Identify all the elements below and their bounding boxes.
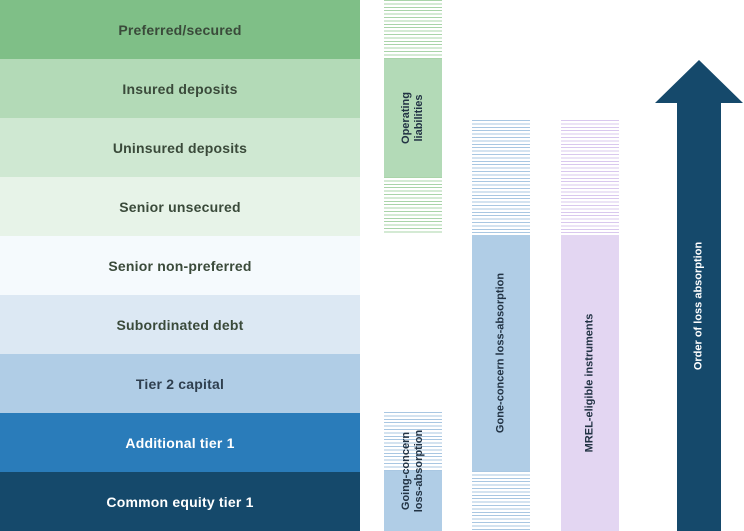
gone-concern-bar <box>472 235 530 471</box>
layer-7: Additional tier 1 <box>0 413 360 472</box>
up-arrow-icon <box>655 60 743 531</box>
layer-4: Senior non-preferred <box>0 236 360 295</box>
gone-concern-hatch-bottom <box>472 471 530 531</box>
arrow-label: Order of loss absorption <box>692 241 705 371</box>
operating-liabilities-bar <box>384 59 442 177</box>
operating-liabilities-hatch-bottom <box>384 177 442 234</box>
layer-8: Common equity tier 1 <box>0 472 360 531</box>
layer-6: Tier 2 capital <box>0 354 360 413</box>
layer-5: Subordinated debt <box>0 295 360 354</box>
operating-liabilities-hatch-top <box>384 0 442 59</box>
layer-0: Preferred/secured <box>0 0 360 59</box>
layer-3: Senior unsecured <box>0 177 360 236</box>
layer-2: Uninsured deposits <box>0 118 360 177</box>
mrel-hatch-top <box>561 120 619 235</box>
mrel-bar <box>561 235 619 531</box>
gone-concern-hatch-top <box>472 120 530 235</box>
going-concern-bar <box>384 471 442 531</box>
layer-1: Insured deposits <box>0 59 360 118</box>
going-concern-hatch <box>384 412 442 471</box>
